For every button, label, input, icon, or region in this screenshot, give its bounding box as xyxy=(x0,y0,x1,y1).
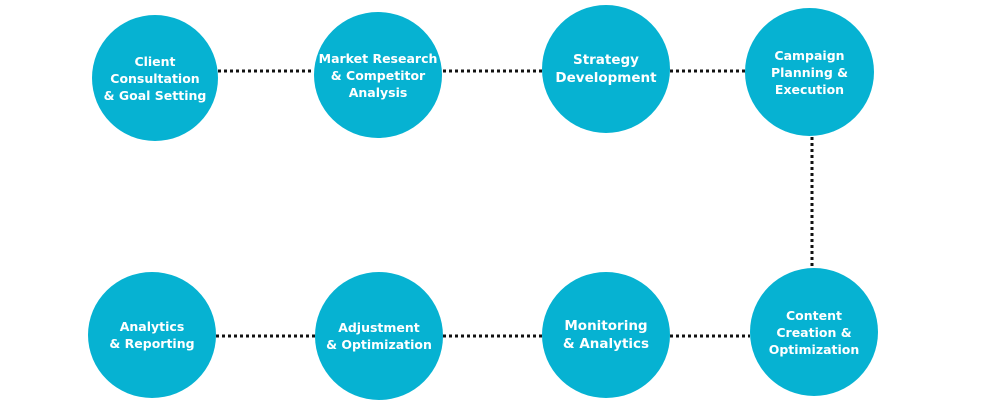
step-node-campaign-planning: Campaign Planning & Execution xyxy=(745,8,874,136)
step-node-adjustment-optimization: Adjustment & Optimization xyxy=(315,272,443,400)
step-node-market-research: Market Research & Competitor Analysis xyxy=(314,12,442,138)
step-node-strategy-development: Strategy Development xyxy=(542,5,670,133)
step-label: Adjustment & Optimization xyxy=(326,320,432,352)
step-label: Market Research & Competitor Analysis xyxy=(318,50,438,100)
step-node-monitoring-analytics: Monitoring & Analytics xyxy=(542,272,670,398)
step-label: Analytics & Reporting xyxy=(109,319,195,351)
step-node-content-creation: Content Creation & Optimization xyxy=(750,268,878,396)
step-label: Client Consultation & Goal Setting xyxy=(103,53,207,103)
step-node-analytics-reporting: Analytics & Reporting xyxy=(88,272,216,398)
step-label: Strategy Development xyxy=(555,52,657,86)
step-node-client-consultation: Client Consultation & Goal Setting xyxy=(92,15,218,141)
step-label: Monitoring & Analytics xyxy=(562,318,650,352)
step-label: Content Creation & Optimization xyxy=(768,307,860,357)
step-label: Campaign Planning & Execution xyxy=(770,47,849,97)
